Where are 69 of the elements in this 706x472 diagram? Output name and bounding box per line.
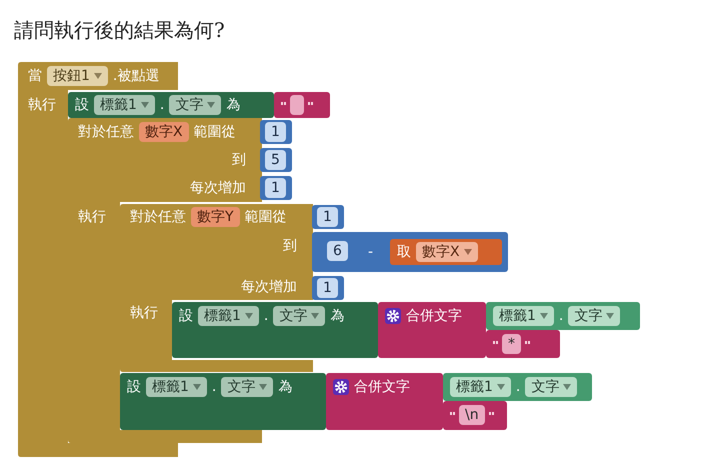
number-block [260,120,292,144]
for-range-loop-block [120,204,313,372]
number-block [312,276,344,300]
dropdown-field: 標籤1 [450,377,511,397]
block-label: 執行 [130,304,158,322]
set-property-block [172,302,378,358]
dropdown-field: 標籤1 [146,377,207,397]
dropdown-field: 數字X [416,242,478,262]
number-block [260,148,292,172]
block-label: 設 [127,378,141,396]
block-label: 執行 [78,208,106,226]
block-label: 範圍從 [194,123,236,141]
block-label: 到 [232,151,246,169]
block-label: 每次增加 [241,278,297,296]
text-block [486,330,560,358]
text-field: * [502,334,521,354]
number-field: 1 [265,122,286,142]
block-label: 為 [330,307,344,325]
block-label: 合併文字 [406,307,462,325]
set-property-block [120,373,326,430]
dropdown-field: 按鈕1 [47,66,108,86]
dropdown-field: 文字 [525,377,578,397]
dropdown-field: 文字 [568,306,620,326]
block-label: 到 [283,237,297,255]
block-label: 取 [397,243,411,261]
block-label: . [160,96,164,114]
property-getter-block [486,302,640,330]
dropdown-field: 標籤1 [198,306,259,326]
block-label: 設 [179,307,193,325]
text-block [274,92,330,118]
block-label: . [516,378,520,396]
block-label: . [264,307,268,325]
block-label: 當 [28,67,42,85]
block-label: 執行 [28,96,56,114]
number-field: 1 [317,207,338,227]
variable-name-field: 數字X [139,122,189,142]
dropdown-field: 文字 [169,95,222,115]
number-field: 1 [317,278,338,298]
property-getter-block [443,373,592,401]
set-property-block [68,92,274,118]
block-label: - [368,243,374,261]
block-label: 對於任意 [78,123,134,141]
subtraction-block [312,232,508,272]
dropdown-field: 文字 [221,377,274,397]
block-label: .被點選 [112,67,160,85]
block-label: 範圍從 [244,208,287,226]
join-text-block [326,373,443,430]
dropdown-field: 標籤1 [493,306,554,326]
dropdown-field: 標籤1 [94,95,155,115]
block-label: . [558,307,564,325]
block-label: 為 [226,96,240,114]
variable-name-field: 數字Y [191,207,240,227]
number-block [260,176,292,200]
block-label: 為 [278,378,292,396]
number-field: 1 [265,178,286,198]
number-block [312,205,344,229]
block-label: 每次增加 [190,179,246,197]
dropdown-field: 文字 [273,306,326,326]
text-block [443,401,507,430]
block-label: 合併文字 [354,378,410,396]
block-label: . [212,378,216,396]
text-field: \n [459,405,485,425]
question-title: 請問執行後的結果為何? [14,17,225,43]
block-label: 對於任意 [130,208,186,226]
block-label: 設 [75,96,89,114]
join-text-block [378,302,486,358]
number-field: 5 [265,150,286,170]
number-field: 6 [327,241,348,261]
get-variable-block [390,239,502,265]
